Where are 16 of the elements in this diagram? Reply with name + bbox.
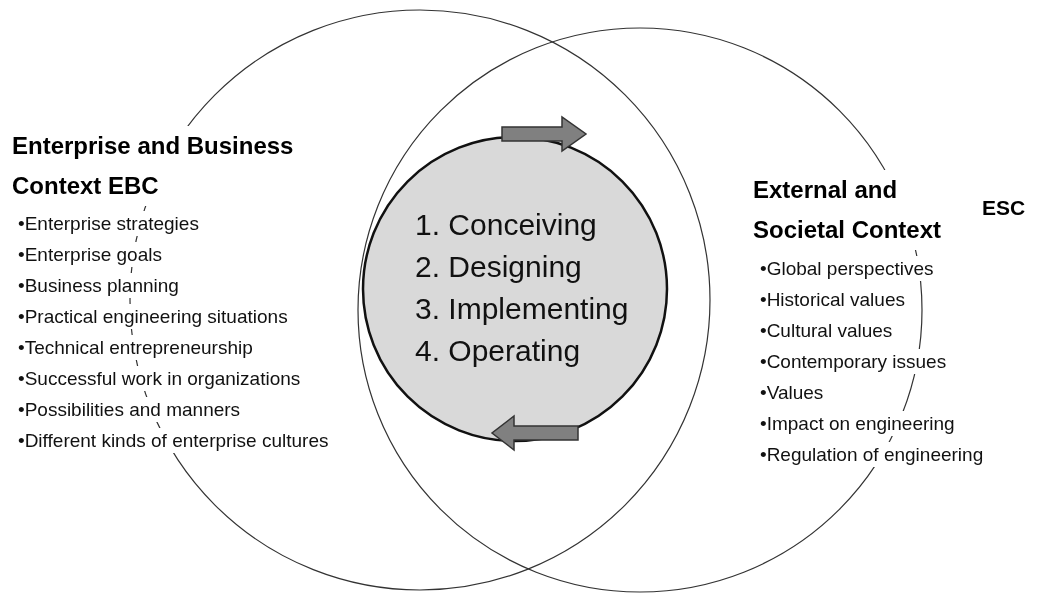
list-item: •Enterprise goals <box>18 242 162 267</box>
stage-label: 2. Designing <box>415 249 582 285</box>
list-item: •Impact on engineering <box>760 411 955 436</box>
stage-label: 1. Conceiving <box>415 207 597 243</box>
list-item: •Possibilities and manners <box>18 397 241 422</box>
list-item: •Technical entrepreneurship <box>18 335 253 360</box>
list-item: •Successful work in organizations <box>18 366 301 391</box>
list-item: •Global perspectives <box>760 256 934 281</box>
list-item: •Different kinds of enterprise cultures <box>18 428 329 453</box>
list-item: •Enterprise strategies <box>18 211 199 236</box>
list-item: •Contemporary issues <box>760 349 947 374</box>
list-item: •Regulation of engineering <box>760 442 984 467</box>
list-item: •Business planning <box>18 273 179 298</box>
stage-label: 4. Operating <box>415 333 581 369</box>
stage-label: 3. Implementing <box>415 291 629 327</box>
list-item: •Practical engineering situations <box>18 304 288 329</box>
